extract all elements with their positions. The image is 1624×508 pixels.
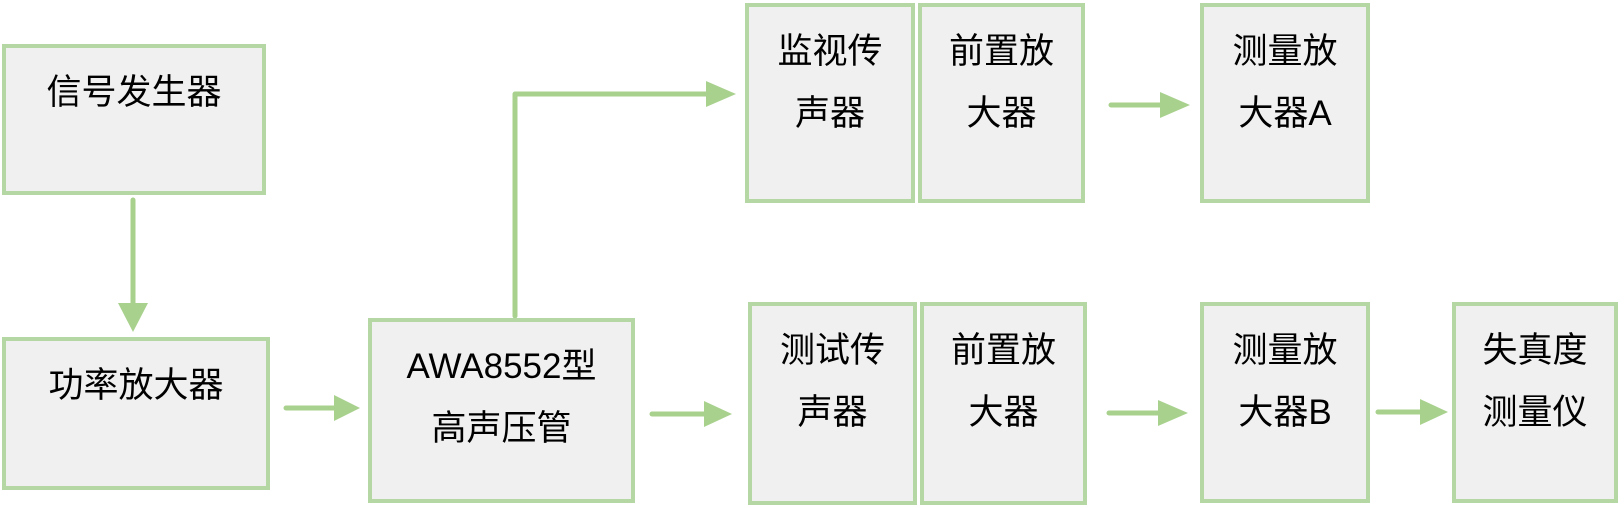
box-awa8552-tube-label-line2: 高声压管 <box>431 409 572 448</box>
box-awa8552-tube: AWA8552型 高声压管 <box>368 318 635 503</box>
box-distortion-meter-label-line2: 测量仪 <box>1482 393 1588 432</box>
box-measuring-amplifier-b-label-line1: 测量放 <box>1232 331 1338 370</box>
box-preamplifier-top: 前置放 大器 <box>918 3 1085 203</box>
box-signal-generator-label: 信号发生器 <box>46 73 222 112</box>
box-test-microphone: 测试传 声器 <box>748 302 917 505</box>
arrow-power-to-tube <box>283 395 360 421</box>
box-measuring-amplifier-a-label-line1: 测量放 <box>1232 32 1338 71</box>
box-monitor-microphone-label-line2: 声器 <box>794 94 865 133</box>
box-signal-generator: 信号发生器 <box>2 44 266 195</box>
box-distortion-meter-label-line1: 失真度 <box>1482 331 1588 370</box>
box-test-microphone-label-line2: 声器 <box>797 393 868 432</box>
box-preamplifier-bottom: 前置放 大器 <box>920 302 1087 505</box>
arrow-tube-to-monitor-mic <box>512 81 736 319</box>
box-preamplifier-bottom-label-line2: 大器 <box>968 393 1039 432</box>
box-preamplifier-top-label-line1: 前置放 <box>948 32 1054 71</box>
box-measuring-amplifier-b-label-line2: 大器B <box>1238 393 1332 432</box>
arrow-preamp-to-amp-a <box>1108 92 1190 118</box>
box-monitor-microphone: 监视传 声器 <box>745 3 915 203</box>
box-awa8552-tube-label-line1: AWA8552型 <box>406 347 597 386</box>
box-measuring-amplifier-a-label-line2: 大器A <box>1238 94 1332 133</box>
box-measuring-amplifier-b: 测量放 大器B <box>1200 302 1370 503</box>
box-distortion-meter: 失真度 测量仪 <box>1452 302 1618 503</box>
box-power-amplifier: 功率放大器 <box>2 337 270 490</box>
box-test-microphone-label-line1: 测试传 <box>779 331 885 370</box>
box-monitor-microphone-label-line1: 监视传 <box>777 32 883 71</box>
box-measuring-amplifier-a: 测量放 大器A <box>1200 3 1370 203</box>
arrow-amp-b-to-distortion <box>1375 399 1448 425</box>
arrow-preamp-to-amp-b <box>1106 400 1188 426</box>
box-preamplifier-bottom-label-line1: 前置放 <box>950 331 1056 370</box>
arrow-signal-to-power <box>118 197 148 332</box>
arrow-tube-to-test-mic <box>649 401 732 427</box>
box-preamplifier-top-label-line2: 大器 <box>966 94 1037 133</box>
box-power-amplifier-label: 功率放大器 <box>48 366 224 405</box>
